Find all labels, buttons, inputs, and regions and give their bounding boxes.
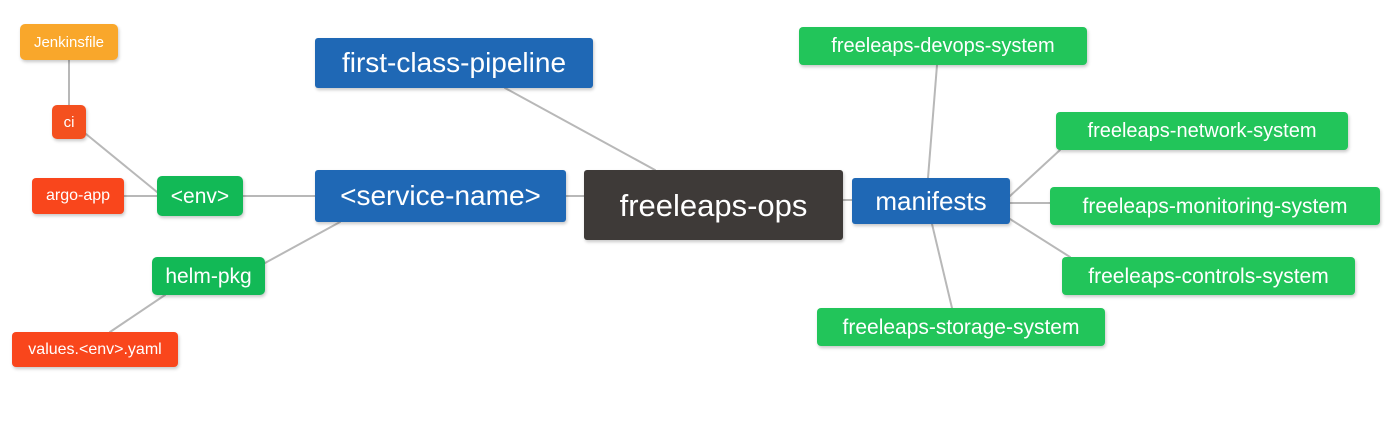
node-monitoring[interactable]: freeleaps-monitoring-system: [1050, 187, 1380, 225]
node-devops[interactable]: freeleaps-devops-system: [799, 27, 1087, 65]
edge-pipeline-to-root: [504, 87, 656, 171]
node-root[interactable]: freeleaps-ops: [584, 170, 843, 240]
node-jenkinsfile[interactable]: Jenkinsfile: [20, 24, 118, 60]
node-helm-pkg[interactable]: helm-pkg: [152, 257, 265, 295]
node-pipeline[interactable]: first-class-pipeline: [315, 38, 593, 88]
node-values-yaml[interactable]: values.<env>.yaml: [12, 332, 178, 367]
node-storage[interactable]: freeleaps-storage-system: [817, 308, 1105, 346]
edge-ci-to-env: [85, 133, 158, 193]
edge-network-to-manifests: [1009, 149, 1061, 197]
edge-values-yaml-to-helm-pkg: [109, 294, 166, 333]
node-ci[interactable]: ci: [52, 105, 86, 139]
edge-helm-pkg-to-service-name: [264, 221, 341, 264]
edge-controls-to-manifests: [1009, 218, 1071, 258]
node-env[interactable]: <env>: [157, 176, 243, 216]
node-network[interactable]: freeleaps-network-system: [1056, 112, 1348, 150]
node-argo-app[interactable]: argo-app: [32, 178, 124, 214]
node-controls[interactable]: freeleaps-controls-system: [1062, 257, 1355, 295]
node-service-name[interactable]: <service-name>: [315, 170, 566, 222]
edge-devops-to-manifests: [927, 64, 938, 179]
edge-storage-to-manifests: [931, 223, 953, 309]
node-manifests[interactable]: manifests: [852, 178, 1010, 224]
